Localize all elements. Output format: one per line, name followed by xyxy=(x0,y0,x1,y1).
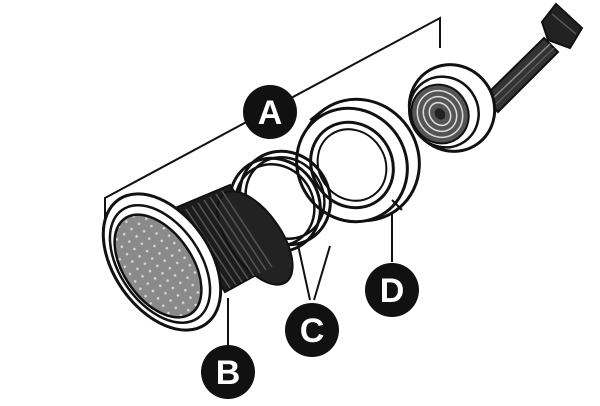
threaded-body xyxy=(173,183,294,294)
front-flange xyxy=(101,192,223,332)
callout-c: C xyxy=(285,303,339,357)
callout-b: B xyxy=(201,345,255,399)
callout-b-circle xyxy=(201,345,255,399)
rear-cap xyxy=(407,63,497,153)
leader-lines xyxy=(227,212,393,345)
callout-d: D xyxy=(365,263,419,317)
callout-a-label: A xyxy=(258,94,283,132)
callout-a: A xyxy=(243,85,297,139)
callout-d-label: D xyxy=(380,272,405,310)
callout-d-circle xyxy=(365,263,419,317)
callout-c-circle xyxy=(285,303,339,357)
callout-b-label: B xyxy=(216,354,241,392)
callout-c-label: C xyxy=(300,312,325,350)
cable-plug xyxy=(481,2,584,114)
callout-a-circle xyxy=(243,85,297,139)
